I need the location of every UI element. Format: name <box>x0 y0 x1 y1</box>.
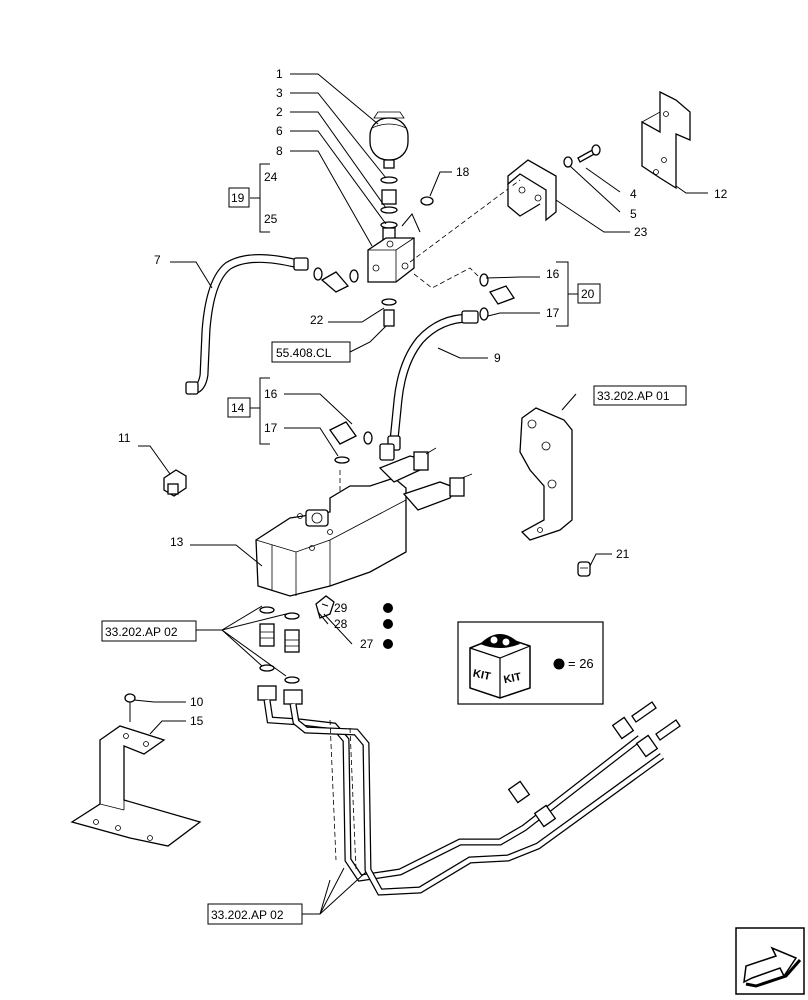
o-ring-18-part <box>420 196 434 206</box>
callout-27: 27 <box>360 637 374 651</box>
bolt-4-part <box>563 144 601 168</box>
kit-dot-27 <box>383 639 393 649</box>
callout-6: 6 <box>276 124 283 138</box>
hose-9-part <box>387 273 515 451</box>
callout-23: 23 <box>634 225 648 239</box>
ref-33-202-ap01[interactable]: 33.202.AP 01 <box>597 389 670 403</box>
arrow-next-icon[interactable] <box>735 927 805 995</box>
callout-1: 1 <box>276 67 283 81</box>
kit-legend: KIT KIT = 26 <box>457 621 604 705</box>
bracket-12-part <box>641 90 691 190</box>
bracket-15-part <box>70 725 202 847</box>
group-bracket-19 <box>250 163 270 233</box>
bracket-ap01-part <box>519 407 573 541</box>
hose-7-part <box>185 253 359 395</box>
callout-16-top: 16 <box>546 267 560 281</box>
callout-9: 9 <box>494 351 501 365</box>
lower-fittings-part <box>259 595 335 684</box>
bolt-10-part <box>124 693 136 722</box>
kit-box-icon: KIT KIT <box>469 634 531 699</box>
callout-4: 4 <box>630 187 637 201</box>
callout-12: 12 <box>714 187 728 201</box>
callout-24: 24 <box>264 170 278 184</box>
ref-33-202-ap02-bottom[interactable]: 33.202.AP 02 <box>211 908 284 922</box>
callout-15: 15 <box>190 714 204 728</box>
pipes-part <box>257 685 681 896</box>
callout-7: 7 <box>154 253 161 267</box>
kit-label-right: KIT <box>503 671 523 686</box>
callout-16-mid: 16 <box>264 387 278 401</box>
callout-8: 8 <box>276 144 283 158</box>
callout-5: 5 <box>630 207 637 221</box>
callout-10: 10 <box>190 695 204 709</box>
leader-lines <box>133 73 708 915</box>
callout-22: 22 <box>310 313 324 327</box>
group-bracket-14 <box>250 377 270 445</box>
callout-25: 25 <box>264 212 278 226</box>
control-valve-13-part <box>255 443 473 597</box>
callout-21: 21 <box>616 547 630 561</box>
callout-28: 28 <box>334 617 348 631</box>
callout-13: 13 <box>170 535 184 549</box>
plug-11-part <box>163 469 187 497</box>
bracket-23-part <box>507 159 557 222</box>
kit-dot-29 <box>383 603 393 613</box>
kit-dot-28 <box>383 619 393 629</box>
callout-18: 18 <box>456 165 470 179</box>
screw-21-part <box>577 561 591 577</box>
callout-3: 3 <box>276 86 283 100</box>
callout-14: 14 <box>231 401 245 415</box>
group-bracket-20 <box>556 261 578 327</box>
callout-11: 11 <box>118 431 131 445</box>
accumulator-part <box>369 111 409 241</box>
kit-legend-dot <box>553 658 565 670</box>
valve-block-part <box>367 237 415 283</box>
ref-55-408-cl[interactable]: 55.408.CL <box>276 346 332 360</box>
callout-29: 29 <box>334 601 348 615</box>
kit-legend-value: = 26 <box>568 656 594 671</box>
callout-20: 20 <box>581 287 595 301</box>
kit-label-left: KIT <box>472 668 492 683</box>
fitting-22-part <box>381 298 397 327</box>
callout-19: 19 <box>231 191 245 205</box>
ref-33-202-ap02-top[interactable]: 33.202.AP 02 <box>105 625 178 639</box>
callout-17-mid: 17 <box>264 421 278 435</box>
callout-2: 2 <box>276 105 283 119</box>
callout-17-top: 17 <box>546 306 560 320</box>
fitting-16-17-part <box>329 421 373 464</box>
